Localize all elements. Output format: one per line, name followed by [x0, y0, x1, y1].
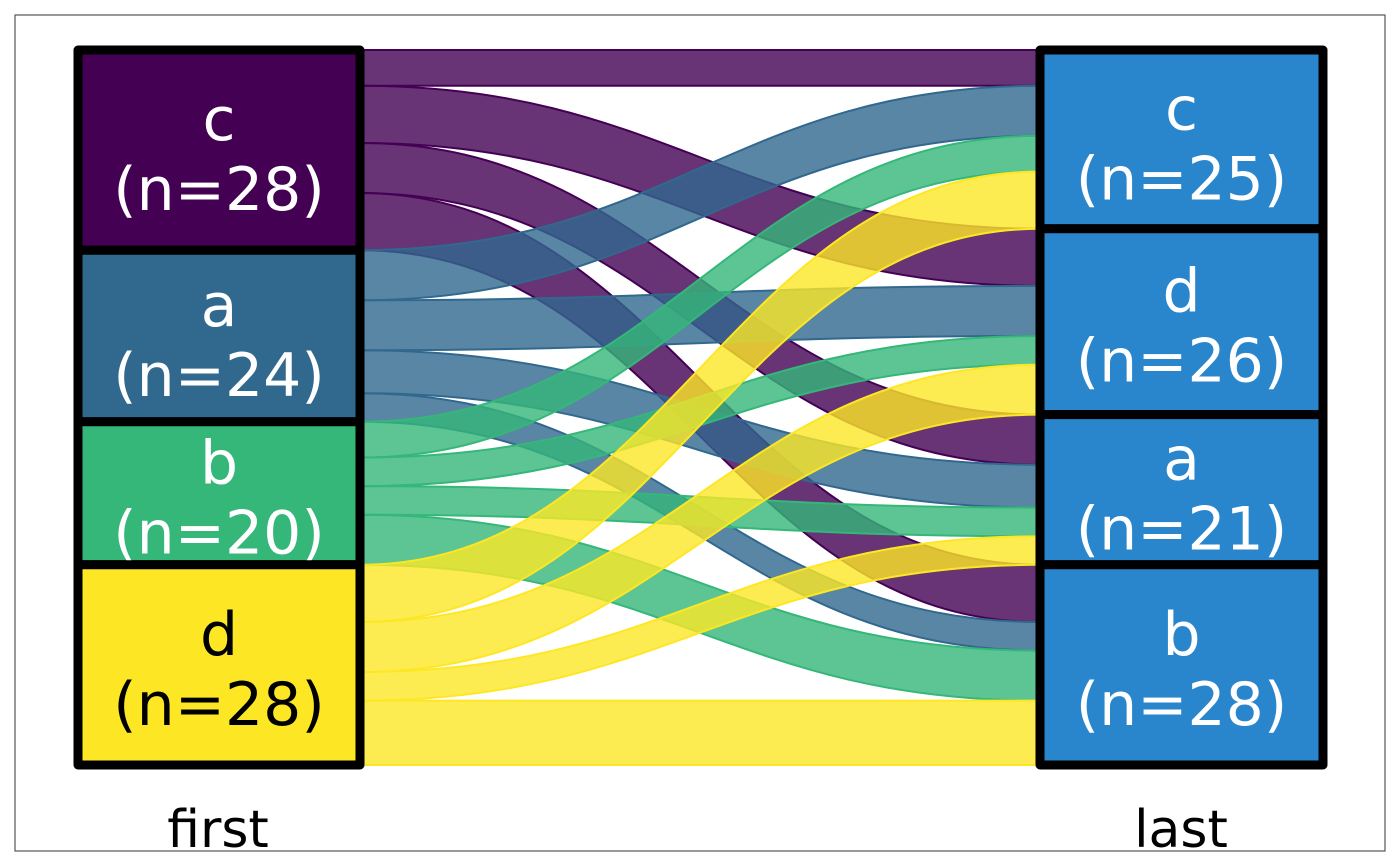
flow-d-to-b [359, 699, 1041, 767]
node-last-a-name: a [1163, 425, 1200, 495]
flow-c-to-c [359, 48, 1041, 87]
node-last-c: c(n=25) [1035, 45, 1328, 234]
node-last-a-box [1035, 410, 1328, 570]
node-last-d-box [1035, 224, 1328, 420]
node-first-c-box [73, 45, 365, 255]
node-first-d-count: (n=28) [113, 670, 324, 740]
node-last-b: b(n=28) [1035, 560, 1328, 770]
node-first-a: a(n=24) [73, 245, 365, 427]
node-last-c-box [1035, 45, 1328, 234]
node-first-b-count: (n=20) [113, 498, 324, 568]
column-label-last: last [1134, 800, 1228, 860]
node-first-c-count: (n=28) [113, 155, 324, 225]
node-last-b-name: b [1162, 600, 1200, 670]
node-last-d-name: d [1162, 257, 1200, 327]
node-first-a-name: a [201, 271, 238, 341]
column-labels: first last [167, 800, 1228, 860]
node-last-d: d(n=26) [1035, 224, 1328, 420]
node-first-d: d(n=28) [73, 560, 365, 770]
node-first-d-box [73, 560, 365, 770]
node-first-c: c(n=28) [73, 45, 365, 255]
node-first-c-name: c [203, 85, 236, 155]
node-first-a-box [73, 245, 365, 427]
node-first-b-name: b [200, 428, 238, 498]
column-label-first: first [167, 800, 269, 860]
node-last-c-count: (n=25) [1076, 144, 1287, 214]
node-last-c-name: c [1165, 74, 1198, 144]
node-last-a: a(n=21) [1035, 410, 1328, 570]
nodes-layer: c(n=28)a(n=24)b(n=20)d(n=28)c(n=25)d(n=2… [73, 45, 1328, 770]
flows-layer [359, 48, 1041, 767]
node-last-b-count: (n=28) [1076, 670, 1287, 740]
node-last-a-count: (n=21) [1076, 495, 1287, 565]
node-last-b-box [1035, 560, 1328, 770]
node-first-b: b(n=20) [73, 417, 365, 570]
node-first-a-count: (n=24) [113, 341, 324, 411]
node-first-d-name: d [200, 600, 238, 670]
node-last-d-count: (n=26) [1076, 327, 1287, 397]
